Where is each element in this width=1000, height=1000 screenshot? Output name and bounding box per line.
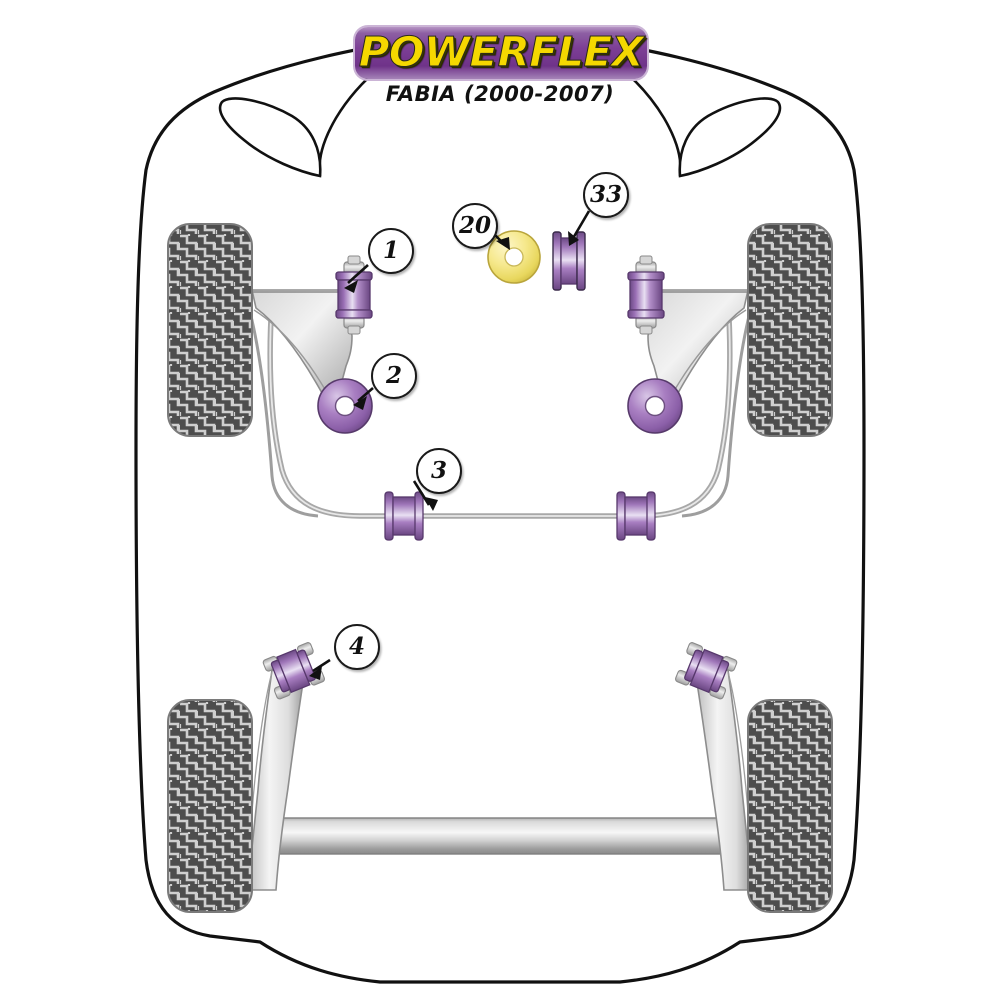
rear-left-trailing-arm xyxy=(247,669,305,891)
bush-2-front-right xyxy=(627,378,683,434)
logo-wordmark: POWERFLEX xyxy=(358,28,644,77)
callout-1-number: 1 xyxy=(382,237,399,264)
vehicle-model-label: FABIA (2000-2007) xyxy=(385,82,615,106)
callout-1[interactable]: 1 xyxy=(368,228,414,274)
callout-33[interactable]: 33 xyxy=(583,172,629,218)
front-right-tire xyxy=(747,223,833,437)
bush-4-rear-right xyxy=(675,642,738,700)
bush-2-front-left xyxy=(317,378,373,434)
callout-4-number: 4 xyxy=(348,633,365,660)
front-left-tire xyxy=(167,223,253,437)
callout-4[interactable]: 4 xyxy=(334,624,380,670)
callout-2-number: 2 xyxy=(385,362,402,389)
bush-3-front-left xyxy=(384,491,424,541)
bush-20-engine-mount xyxy=(487,230,541,284)
callout-20[interactable]: 20 xyxy=(452,203,498,249)
rear-left-tire xyxy=(167,699,253,913)
rear-torsion-beam xyxy=(261,817,739,855)
vehicle-body-outline xyxy=(134,25,866,984)
powerflex-logo: POWERFLEX xyxy=(355,27,647,79)
logo-plate xyxy=(355,27,647,79)
bush-33-engine-mount xyxy=(552,231,586,291)
callout-33-number: 33 xyxy=(589,181,622,208)
callout-20-number: 20 xyxy=(458,212,491,239)
rear-right-tire xyxy=(747,699,833,913)
bush-3-front-right xyxy=(616,491,656,541)
callout-3-number: 3 xyxy=(430,457,447,484)
front-right-wishbone xyxy=(647,289,752,518)
bush-1-front-right xyxy=(627,255,665,335)
front-anti-roll-bar xyxy=(267,297,733,519)
callout-arrowheads xyxy=(309,231,579,680)
callout-3[interactable]: 3 xyxy=(416,448,462,494)
callout-2[interactable]: 2 xyxy=(371,353,417,399)
rear-right-trailing-arm xyxy=(695,669,753,891)
